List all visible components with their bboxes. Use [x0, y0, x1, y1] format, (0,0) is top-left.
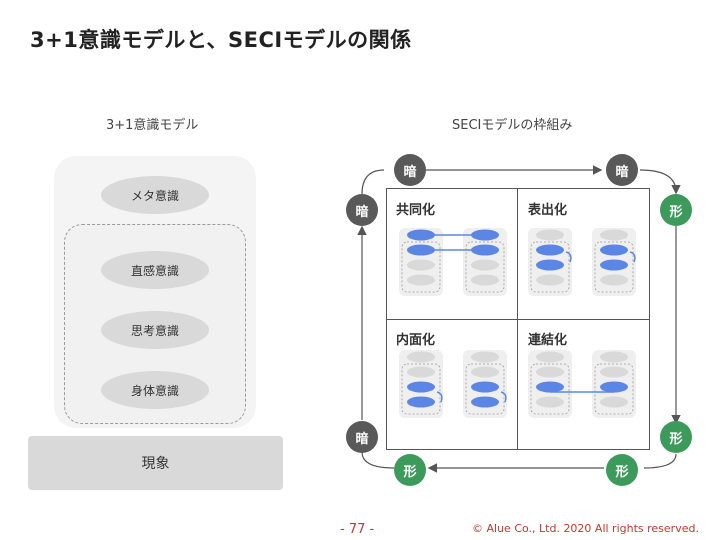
soc-left-dot-3 [407, 274, 435, 286]
thinking-consciousness: 思考意識 [101, 311, 209, 349]
soc-right-frame [465, 241, 505, 293]
int-right-dot-2 [471, 381, 499, 393]
explicit-badge-right-lower: 形 [660, 421, 692, 453]
tacit-badge-left-upper: 暗 [346, 194, 378, 226]
int-left-dot-0 [407, 351, 435, 363]
ext-right-dot-1 [600, 244, 628, 256]
top-right-arrow [639, 169, 681, 195]
ext-right-frame [594, 241, 634, 293]
seci-heading: SECIモデルの枠組み [452, 118, 573, 133]
comb-left-dot-3 [536, 396, 564, 408]
ext-curl-right [629, 251, 636, 263]
quadrant-socialization: 共同化 [396, 203, 436, 218]
ext-right-dot-3 [600, 274, 628, 286]
ext-right-dot-2 [600, 259, 628, 271]
comb-left-dot-2 [536, 381, 564, 393]
tacit-badge-top-right: 暗 [606, 154, 638, 186]
copyright: © Alue Co., Ltd. 2020 All rights reserve… [472, 522, 699, 535]
comb-left-dot-1 [536, 366, 564, 378]
bottom-right-arrow [643, 453, 677, 469]
quadrant-combination: 連結化 [528, 333, 568, 348]
ext-left-frame [530, 241, 570, 293]
int-right-dot-1 [471, 366, 499, 378]
int-curl-left [436, 391, 443, 403]
int-left-dot-3 [407, 396, 435, 408]
ext-left-dot-0 [536, 229, 564, 241]
int-right-frame [465, 363, 505, 415]
int-right-dot-0 [471, 351, 499, 363]
soc-left-dot-2 [407, 259, 435, 271]
comb-right-frame [594, 363, 634, 415]
ext-left-dot-1 [536, 244, 564, 256]
page-number: - 77 - [340, 522, 375, 537]
int-curl-right [500, 391, 507, 403]
comb-right-dot-0 [600, 351, 628, 363]
phenomenon-box: 現象 [28, 436, 283, 490]
comb-right-dot-2 [600, 381, 628, 393]
ext-left-dot-3 [536, 274, 564, 286]
intuition-consciousness: 直感意識 [101, 251, 209, 289]
soc-right-dot-3 [471, 274, 499, 286]
meta-consciousness: メタ意識 [101, 176, 209, 214]
explicit-badge-bottom-left: 形 [394, 454, 426, 486]
bottom-left-arrow [361, 451, 395, 469]
explicit-badge-bottom-right: 形 [606, 454, 638, 486]
top-left-arrow [361, 169, 385, 195]
comb-left-dot-0 [536, 351, 564, 363]
body-consciousness: 身体意識 [101, 371, 209, 409]
soc-right-dot-2 [471, 259, 499, 271]
ext-right-dot-0 [600, 229, 628, 241]
left-model-heading: 3+1意識モデル [106, 118, 199, 133]
quadrant-internalization: 内面化 [396, 333, 436, 348]
seci-grid [386, 188, 650, 450]
tacit-badge-left-lower: 暗 [346, 421, 378, 453]
quadrant-externalization: 表出化 [528, 203, 568, 218]
ext-left-dot-2 [536, 259, 564, 271]
grid-horizontal-divider [387, 319, 649, 320]
int-left-frame [401, 363, 441, 415]
tacit-badge-top-left: 暗 [394, 154, 426, 186]
explicit-badge-right-upper: 形 [660, 194, 692, 226]
comb-right-dot-1 [600, 366, 628, 378]
comb-left-frame [530, 363, 570, 415]
int-left-dot-1 [407, 366, 435, 378]
ext-curl-left [565, 251, 572, 263]
int-left-dot-2 [407, 381, 435, 393]
soc-left-frame [401, 241, 441, 293]
int-right-dot-3 [471, 396, 499, 408]
page-title: 3+1意識モデルと、SECIモデルの関係 [30, 28, 412, 52]
comb-right-dot-3 [600, 396, 628, 408]
